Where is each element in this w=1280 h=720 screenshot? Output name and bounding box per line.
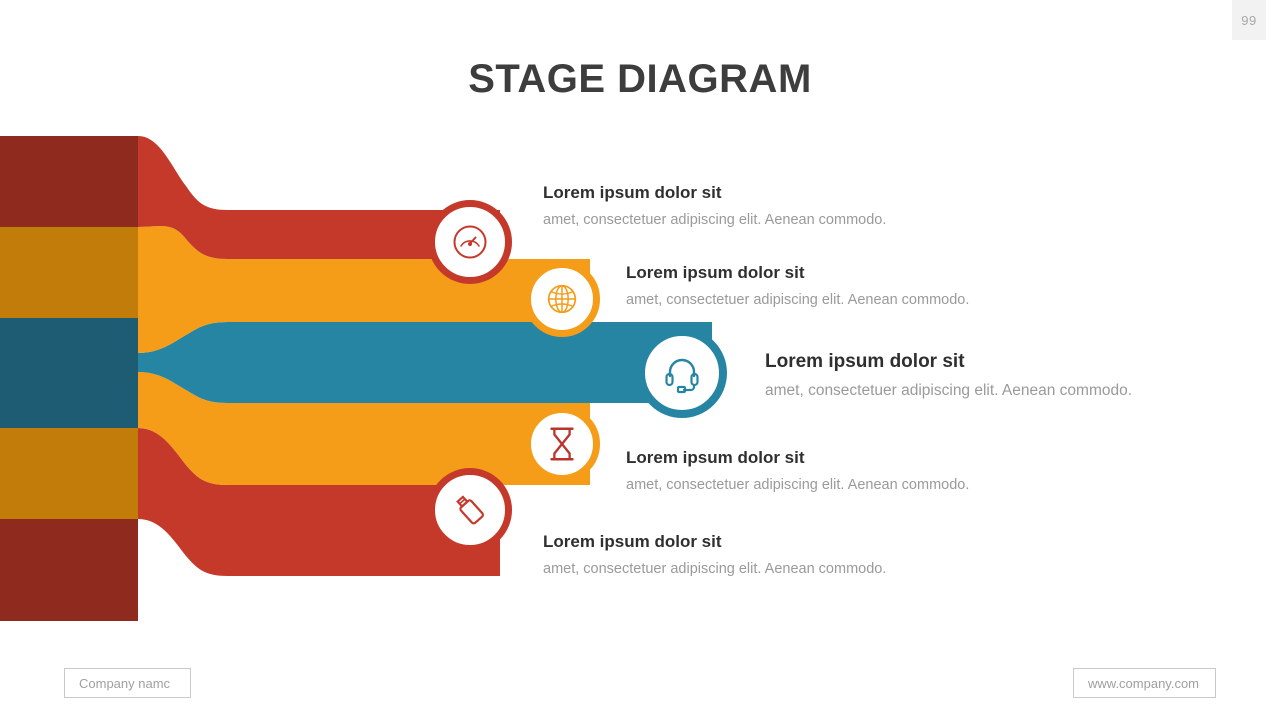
stage-text-block-3: Lorem ipsum dolor sit amet, consectetuer… <box>765 351 1132 400</box>
stage-icon-circle-5[interactable] <box>428 468 512 552</box>
ribbon-stage-2 <box>138 226 590 353</box>
stage-description-4: amet, consectetuer adipiscing elit. Aene… <box>626 477 970 493</box>
globe-icon <box>547 284 577 314</box>
website-url-field[interactable]: www.company.com <box>1073 668 1216 698</box>
ribbon-stage-3 <box>138 318 712 403</box>
company-name-field[interactable]: Company namc <box>64 668 191 698</box>
page-number-text: 99 <box>1241 12 1257 28</box>
stage-text-block-5: Lorem ipsum dolor sit amet, consectetuer… <box>543 532 886 577</box>
hourglass-icon <box>550 427 574 461</box>
stage-title-4: Lorem ipsum dolor sit <box>626 448 805 467</box>
stage-text-block-4: Lorem ipsum dolor sit amet, consectetuer… <box>626 448 969 493</box>
stage-text-block-2: Lorem ipsum dolor sit amet, consectetuer… <box>626 263 969 308</box>
stage-icon-circle-3[interactable] <box>637 328 727 418</box>
page-number-badge: 99 <box>1232 0 1266 40</box>
stage-description-5: amet, consectetuer adipiscing elit. Aene… <box>543 561 887 577</box>
stage-description-2: amet, consectetuer adipiscing elit. Aene… <box>626 292 970 308</box>
left-block-5 <box>0 519 138 621</box>
ribbon-stage-5 <box>138 428 500 576</box>
left-block-3 <box>0 318 138 428</box>
page-title: STAGE DIAGRAM <box>468 56 812 101</box>
stage-icon-circle-1[interactable] <box>428 200 512 284</box>
headset-icon <box>665 358 699 394</box>
ribbon-stage-1 <box>138 136 500 259</box>
stage-icon-circle-4[interactable] <box>524 406 600 482</box>
stage-text-block-1: Lorem ipsum dolor sit amet, consectetuer… <box>543 183 886 228</box>
left-block-1 <box>0 136 138 227</box>
stage-title-5: Lorem ipsum dolor sit <box>543 532 722 551</box>
speedometer-icon <box>453 225 487 259</box>
left-block-2 <box>0 227 138 318</box>
usb-drive-icon <box>456 495 484 525</box>
website-url-text: www.company.com <box>1088 675 1200 691</box>
stage-title-3: Lorem ipsum dolor sit <box>765 351 965 372</box>
left-block-4 <box>0 428 138 519</box>
stage-description-1: amet, consectetuer adipiscing elit. Aene… <box>543 212 887 228</box>
stage-title-2: Lorem ipsum dolor sit <box>626 263 805 282</box>
stage-title-1: Lorem ipsum dolor sit <box>543 183 722 202</box>
stage-description-3: amet, consectetuer adipiscing elit. Aene… <box>765 382 1133 399</box>
ribbon-stage-4 <box>138 372 590 485</box>
stage-icon-circle-2[interactable] <box>524 261 600 337</box>
company-name-text: Company namc <box>79 675 171 691</box>
